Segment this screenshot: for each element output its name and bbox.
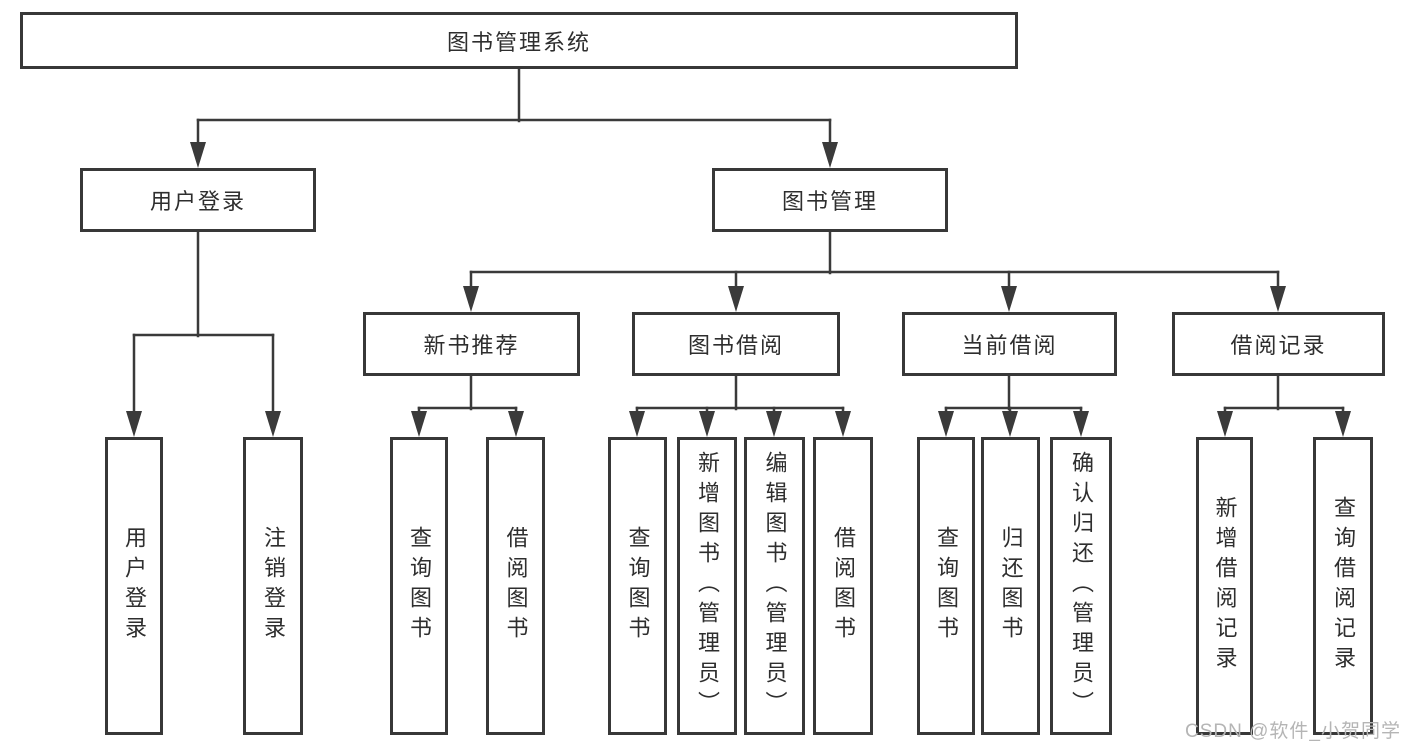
node-new-book-recommend: 新书推荐 [363,312,580,376]
node-library-management-system: 图书管理系统 [20,12,1018,69]
leaf-borrow-books-recommend: 借阅图书 [486,437,545,735]
leaf-add-book-admin: 新增图书（管理员） [677,437,737,735]
leaf-borrow-books-borrowing: 借阅图书 [813,437,873,735]
leaf-add-borrow-record: 新增借阅记录 [1196,437,1253,735]
node-borrowing-records: 借阅记录 [1172,312,1385,376]
node-book-management: 图书管理 [712,168,948,232]
node-user-login: 用户登录 [80,168,316,232]
leaf-query-books-recommend: 查询图书 [390,437,448,735]
csdn-watermark: CSDN @软件_小贺同学 [1185,721,1401,742]
leaf-confirm-return-admin: 确认归还（管理员） [1050,437,1112,735]
leaf-query-borrow-record: 查询借阅记录 [1313,437,1373,735]
leaf-query-books-current: 查询图书 [917,437,975,735]
leaf-user-login: 用户登录 [105,437,163,735]
leaf-query-books-borrowing: 查询图书 [608,437,667,735]
leaf-edit-book-admin: 编辑图书（管理员） [744,437,805,735]
leaf-return-books: 归还图书 [981,437,1040,735]
leaf-logout-login: 注销登录 [243,437,303,735]
node-book-borrowing: 图书借阅 [632,312,840,376]
node-current-borrowing: 当前借阅 [902,312,1117,376]
